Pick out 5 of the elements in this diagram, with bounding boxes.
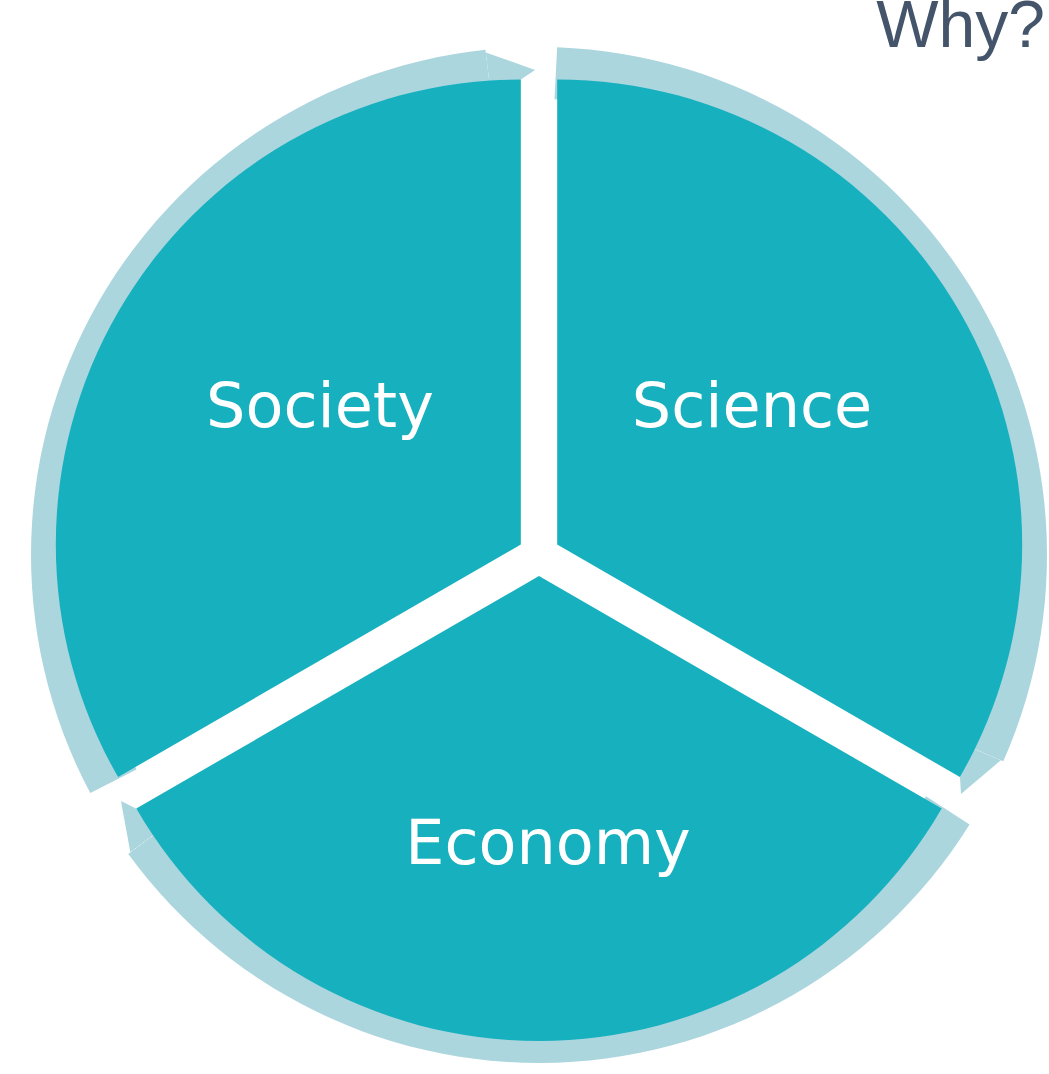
sector-label: Science [631, 368, 873, 442]
sector-label: Economy [405, 805, 691, 879]
sector-label: Society [206, 368, 434, 442]
curved-arrow [120, 796, 970, 1063]
pie-sector [136, 576, 942, 1041]
